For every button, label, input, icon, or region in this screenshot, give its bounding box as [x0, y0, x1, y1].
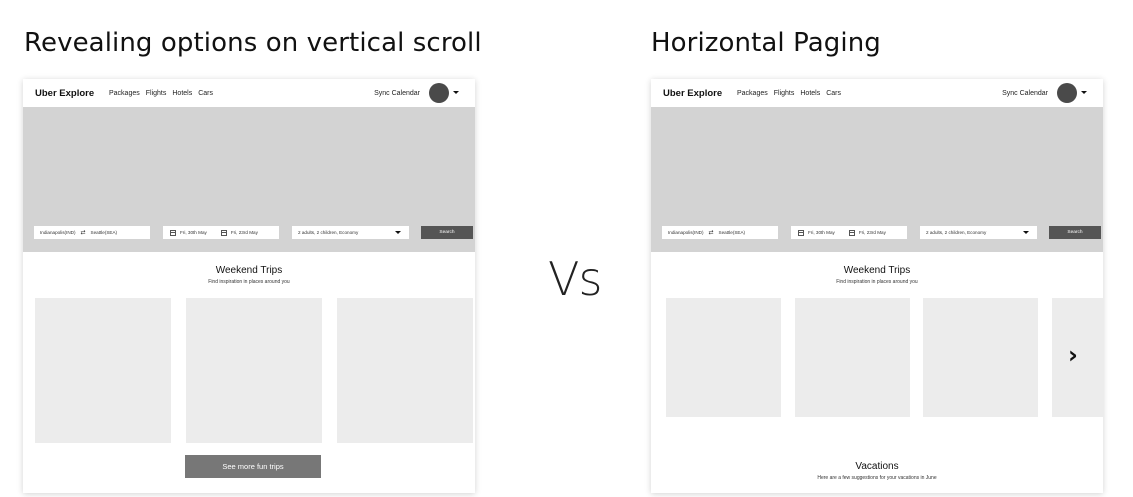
see-more-button[interactable]: See more fun trips	[185, 455, 321, 478]
section-subtitle: Find inspiration in places around you	[836, 279, 918, 285]
hero-banner: Indianapolis(IND) ⇄ Seattle(SEA) Fri, 30…	[23, 107, 475, 252]
nav-link-hotels[interactable]: Hotels	[800, 90, 821, 97]
trip-card[interactable]	[35, 298, 171, 443]
nav-link-packages[interactable]: Packages	[737, 90, 768, 97]
to-city: Seattle(SEA)	[718, 230, 746, 235]
nav-link-packages[interactable]: Packages	[109, 90, 140, 97]
top-nav: Uber Explore Packages Flights Hotels Car…	[23, 79, 475, 107]
nav-links: Packages Flights Hotels Cars	[109, 90, 213, 97]
depart-date: Fri, 30th May	[808, 230, 835, 235]
right-heading: Horizontal Paging	[651, 28, 881, 58]
route-field[interactable]: Indianapolis(IND) ⇄ Seattle(SEA)	[662, 226, 778, 239]
chevron-down-icon	[395, 231, 401, 234]
from-city: Indianapolis(IND)	[40, 230, 76, 235]
chevron-down-icon	[1023, 231, 1029, 234]
nav-link-hotels[interactable]: Hotels	[172, 90, 193, 97]
swap-icon[interactable]: ⇄	[708, 230, 714, 236]
brand-logo[interactable]: Uber Explore	[35, 88, 95, 99]
sync-calendar-link[interactable]: Sync Calendar	[374, 90, 420, 97]
left-heading: Revealing options on vertical scroll	[24, 28, 482, 58]
depart-date: Fri, 30th May	[180, 230, 207, 235]
dates-field[interactable]: Fri, 30th May Fri, 23rd May	[791, 226, 907, 239]
chevron-down-icon[interactable]	[1081, 91, 1087, 94]
return-date: Fri, 23rd May	[858, 230, 886, 235]
next-page-card[interactable]: ›	[1052, 298, 1103, 417]
nav-link-cars[interactable]: Cars	[826, 90, 841, 97]
return-date: Fri, 23rd May	[230, 230, 258, 235]
section-title: Weekend Trips	[843, 265, 911, 276]
search-button[interactable]: Search	[1049, 226, 1101, 239]
avatar[interactable]	[429, 83, 449, 103]
chevron-right-icon[interactable]: ›	[1068, 341, 1078, 369]
nav-links: Packages Flights Hotels Cars	[737, 90, 841, 97]
to-city: Seattle(SEA)	[90, 230, 118, 235]
section-subtitle: Find inspiration in places around you	[208, 279, 290, 285]
nav-link-cars[interactable]: Cars	[198, 90, 213, 97]
route-field[interactable]: Indianapolis(IND) ⇄ Seattle(SEA)	[34, 226, 150, 239]
search-button[interactable]: Search	[421, 226, 473, 239]
travellers-value: 2 adults, 2 children, Economy	[298, 230, 359, 235]
trip-card[interactable]	[186, 298, 322, 443]
hero-banner: Indianapolis(IND) ⇄ Seattle(SEA) Fri, 30…	[651, 107, 1103, 252]
section2-title: Vacations	[855, 461, 899, 472]
travellers-value: 2 adults, 2 children, Economy	[926, 230, 987, 235]
left-wireframe: Uber Explore Packages Flights Hotels Car…	[23, 79, 475, 493]
swap-icon[interactable]: ⇄	[80, 230, 86, 236]
calendar-icon	[798, 229, 804, 236]
calendar-icon	[220, 229, 227, 236]
trip-card[interactable]	[795, 298, 910, 417]
top-nav: Uber Explore Packages Flights Hotels Car…	[651, 79, 1103, 107]
avatar[interactable]	[1057, 83, 1077, 103]
from-city: Indianapolis(IND)	[668, 230, 704, 235]
vs-label: Vs	[548, 252, 602, 306]
calendar-icon	[170, 229, 176, 236]
travellers-select[interactable]: 2 adults, 2 children, Economy	[292, 226, 409, 239]
right-wireframe: Uber Explore Packages Flights Hotels Car…	[651, 79, 1103, 493]
chevron-down-icon[interactable]	[453, 91, 459, 94]
section-title: Weekend Trips	[215, 265, 283, 276]
calendar-icon	[848, 229, 855, 236]
travellers-select[interactable]: 2 adults, 2 children, Economy	[920, 226, 1037, 239]
trip-card[interactable]	[923, 298, 1038, 417]
trip-card[interactable]	[666, 298, 781, 417]
nav-link-flights[interactable]: Flights	[145, 90, 167, 97]
nav-link-flights[interactable]: Flights	[773, 90, 795, 97]
trip-card[interactable]	[337, 298, 473, 443]
sync-calendar-link[interactable]: Sync Calendar	[1002, 90, 1048, 97]
dates-field[interactable]: Fri, 30th May Fri, 23rd May	[163, 226, 279, 239]
brand-logo[interactable]: Uber Explore	[663, 88, 723, 99]
section2-subtitle: Here are a few suggestions for your vaca…	[817, 475, 937, 481]
